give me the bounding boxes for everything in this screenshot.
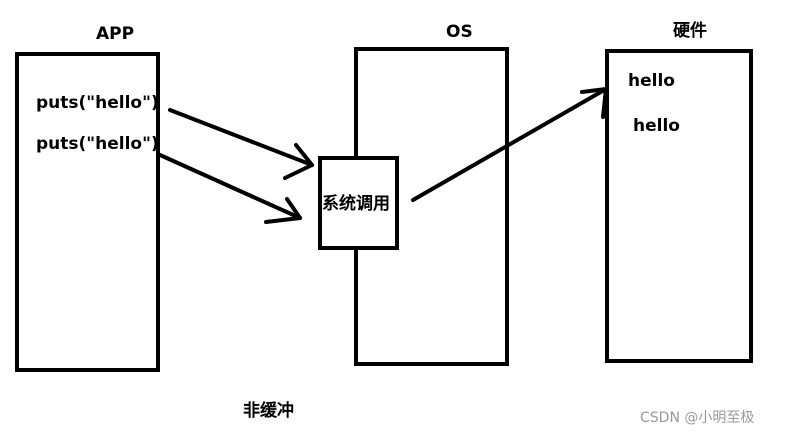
diagram-caption: 非缓冲 (243, 401, 294, 421)
hardware-title: 硬件 (673, 21, 707, 41)
arrow-to-hardware (411, 87, 608, 202)
app-title: APP (96, 24, 135, 44)
app-box (15, 52, 160, 372)
hardware-output-1: hello (628, 71, 675, 91)
syscall-label: 系统调用 (322, 194, 390, 214)
hardware-box (605, 49, 753, 363)
arrow-call-1 (168, 108, 314, 180)
app-call-2: puts("hello") (36, 134, 159, 154)
os-title: OS (446, 22, 473, 42)
app-call-1: puts("hello") (36, 93, 159, 113)
syscall-box (318, 156, 399, 250)
watermark: CSDN @小明至极 (640, 410, 755, 426)
arrow-call-2 (158, 153, 302, 224)
hardware-output-2: hello (633, 116, 680, 136)
